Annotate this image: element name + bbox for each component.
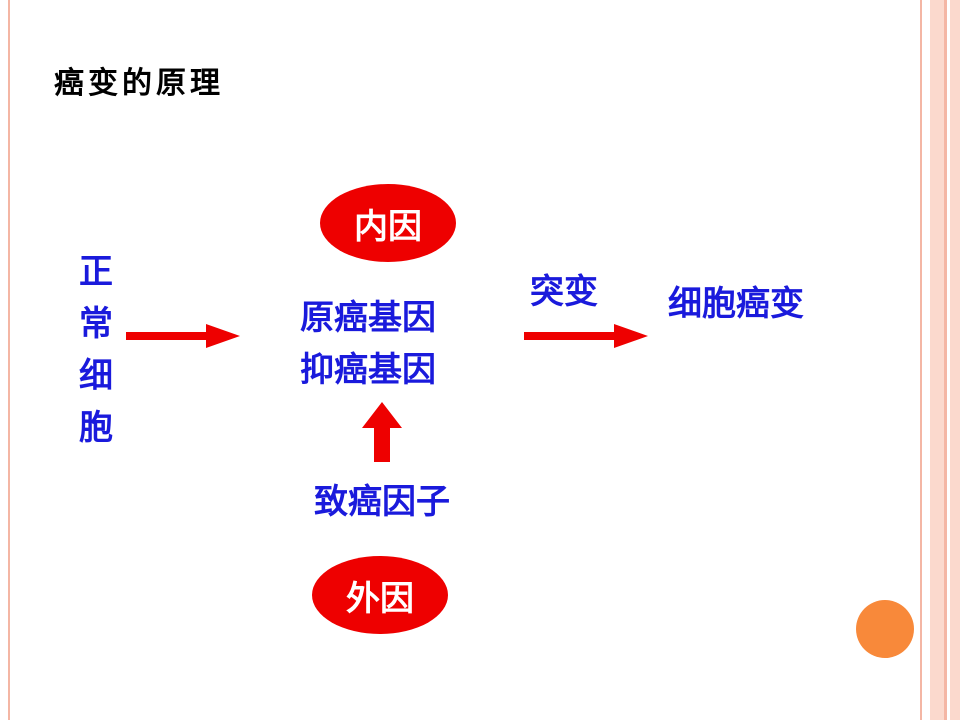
slide-title: 癌变的原理 [54,66,224,101]
mutation-label: 突变 [530,272,598,312]
external-factor-label: 外因 [346,578,414,619]
left-border-line [8,0,10,720]
result-label: 细胞癌变 [668,284,804,324]
arrow-normal-to-genes [126,324,240,348]
proto-oncogene-label: 原癌基因 [300,298,436,338]
internal-factor-oval: 内因 [320,184,456,262]
carcinogen-label: 致癌因子 [314,482,450,522]
right-decorative-strip [920,0,960,720]
normal-cell-char: 正 [79,252,113,292]
external-factor-oval: 外因 [312,556,448,634]
tumor-suppressor-gene-label: 抑癌基因 [300,350,436,390]
normal-cell-label: 正 常 细 胞 [74,246,118,454]
normal-cell-char: 常 [79,304,113,344]
decorative-orange-circle [856,600,914,658]
normal-cell-char: 细 [79,356,113,396]
normal-cell-char: 胞 [79,408,113,448]
arrow-carcinogen-to-genes [362,402,402,462]
arrow-genes-to-result [524,324,648,348]
internal-factor-label: 内因 [354,206,422,247]
